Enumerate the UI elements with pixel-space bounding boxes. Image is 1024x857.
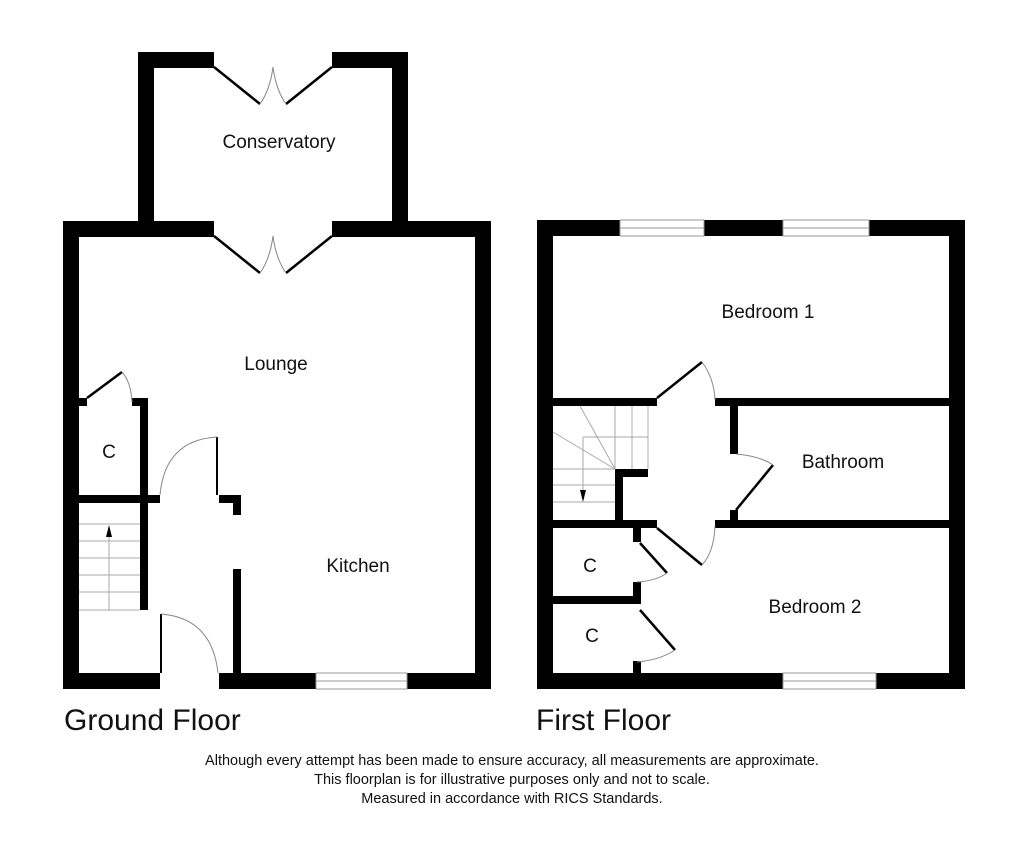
room-label-conservatory: Conservatory	[223, 132, 336, 153]
room-label-cupboard-lower: C	[585, 626, 599, 647]
bathroom-door	[735, 453, 774, 511]
stairs-down-arrow-icon	[580, 490, 586, 502]
ground-floor-stairs	[79, 523, 140, 611]
first-floor-title: First Floor	[536, 704, 671, 737]
cupboard-door-lower	[636, 609, 676, 663]
room-label-lounge: Lounge	[244, 354, 307, 375]
disclaimer-line-1: Although every attempt has been made to …	[205, 753, 819, 769]
disclaimer-line-3: Measured in accordance with RICS Standar…	[361, 791, 663, 807]
lounge-french-doors	[213, 235, 333, 274]
bedroom2-door	[656, 525, 716, 566]
conservatory-french-doors	[213, 66, 333, 105]
room-label-bedroom-2: Bedroom 2	[769, 597, 862, 618]
first-floor-windows	[619, 219, 877, 690]
disclaimer-line-2: This floorplan is for illustrative purpo…	[314, 772, 710, 788]
ground-floor-window	[315, 672, 408, 690]
first-floor-stairs	[552, 405, 649, 503]
disclaimer: Although every attempt has been made to …	[0, 752, 1024, 809]
cupboard-door-upper	[636, 542, 668, 583]
room-label-cupboard-upper: C	[583, 556, 597, 577]
cupboard-door	[86, 370, 133, 403]
first-floor-walls	[537, 220, 965, 689]
front-door	[160, 613, 219, 674]
room-label-cupboard: C	[102, 442, 116, 463]
room-label-bathroom: Bathroom	[802, 452, 884, 473]
room-label-kitchen: Kitchen	[326, 556, 389, 577]
ground-floor-walls	[63, 221, 491, 689]
hall-door	[159, 436, 218, 496]
room-label-bedroom-1: Bedroom 1	[722, 302, 815, 323]
stairs-up-arrow-icon	[106, 525, 112, 537]
ground-floor-plan: Conservatory Lounge Kitchen C	[63, 52, 491, 690]
bedroom1-door	[656, 361, 716, 401]
conservatory-walls	[138, 52, 408, 222]
first-floor-plan: Bedroom 1 Bathroom Bedroom 2 C C	[537, 219, 965, 690]
ground-floor-title: Ground Floor	[64, 704, 241, 737]
